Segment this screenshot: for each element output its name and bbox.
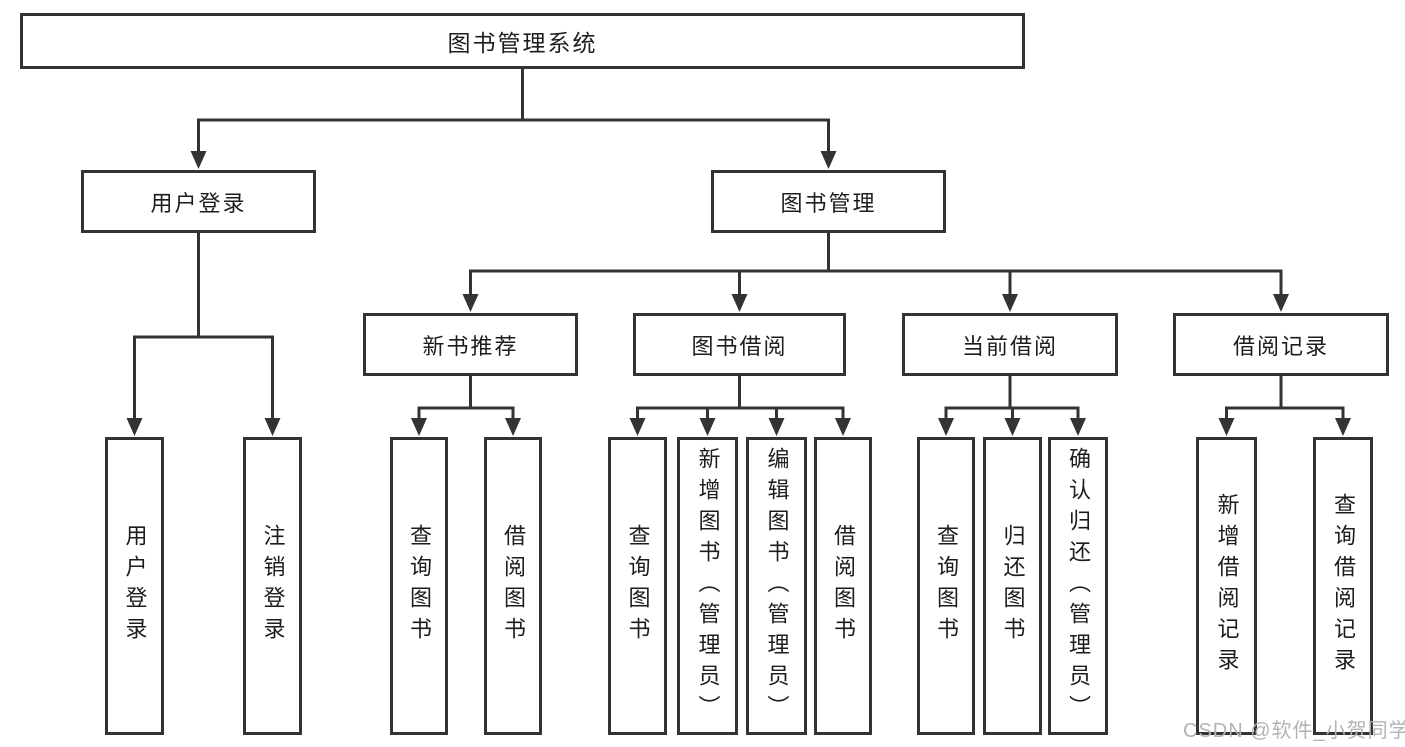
leaf-recommend-query-book: 查询图书 <box>390 437 448 735</box>
node-label: 借阅记录 <box>1232 333 1329 359</box>
node-label: 新增图书（管理员） <box>695 446 721 726</box>
node-label: 图书借阅 <box>691 333 788 359</box>
node-borrow-record: 借阅记录 <box>1173 313 1389 376</box>
node-library-management-system: 图书管理系统 <box>20 13 1025 69</box>
leaf-recommend-borrow-book: 借阅图书 <box>484 437 542 735</box>
leaf-current-confirm-return-admin: 确认归还（管理员） <box>1048 437 1108 735</box>
leaf-record-add: 新增借阅记录 <box>1196 437 1257 735</box>
leaf-borrow-query-book: 查询图书 <box>608 437 667 735</box>
node-label: 查询图书 <box>407 524 432 648</box>
node-label: 图书管理系统 <box>447 30 598 56</box>
node-label: 注销登录 <box>260 524 286 648</box>
node-label: 查询图书 <box>934 524 959 648</box>
node-label: 新增借阅记录 <box>1214 493 1240 679</box>
leaf-user-login: 用户登录 <box>105 437 164 735</box>
node-user-login: 用户登录 <box>81 170 316 233</box>
leaf-logout: 注销登录 <box>243 437 302 735</box>
node-label: 归还图书 <box>1000 524 1026 648</box>
node-label: 借阅图书 <box>831 524 856 648</box>
leaf-borrow-borrow-book: 借阅图书 <box>814 437 872 735</box>
node-label: 查询图书 <box>625 524 651 648</box>
node-label: 当前借阅 <box>961 333 1058 359</box>
csdn-watermark: CSDN @软件_小贺同学 <box>1183 720 1405 742</box>
leaf-borrow-edit-book-admin: 编辑图书（管理员） <box>746 437 807 735</box>
leaf-current-return-book: 归还图书 <box>983 437 1042 735</box>
node-label: 确认归还（管理员） <box>1066 446 1091 726</box>
node-new-book-recommend: 新书推荐 <box>363 313 578 376</box>
leaf-current-query-book: 查询图书 <box>917 437 975 735</box>
node-label: 编辑图书（管理员） <box>764 446 790 726</box>
node-book-borrow: 图书借阅 <box>633 313 846 376</box>
leaf-borrow-add-book-admin: 新增图书（管理员） <box>677 437 738 735</box>
node-current-borrow: 当前借阅 <box>902 313 1118 376</box>
node-label: 新书推荐 <box>422 333 519 359</box>
node-label: 用户登录 <box>122 524 148 648</box>
node-label: 图书管理 <box>780 190 877 216</box>
leaf-record-query: 查询借阅记录 <box>1313 437 1373 735</box>
node-book-management: 图书管理 <box>711 170 946 233</box>
node-label: 借阅图书 <box>501 524 526 648</box>
node-label: 查询借阅记录 <box>1331 493 1356 679</box>
node-label: 用户登录 <box>150 190 247 216</box>
